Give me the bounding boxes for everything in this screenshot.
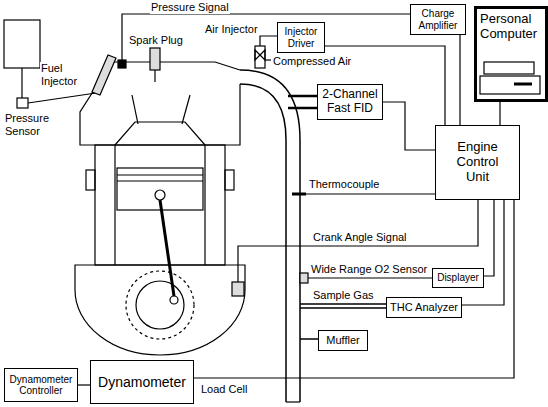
part-label: Wide Range O2 Sensor [310,263,428,276]
spark-electrode [154,70,155,82]
o2-sensor-symbol [300,273,308,283]
crankcase [75,265,245,355]
box-text: Personal Computer [480,12,542,42]
thermocouple-probe [292,193,306,196]
fuel-line [21,68,22,98]
display-box: Displayer [432,268,484,288]
part-label: Thermocouple [308,178,380,191]
air-valve-mark [255,50,265,60]
cylinder-bore [204,145,205,265]
signal-wire [194,200,514,378]
pressure-signal-wire [122,14,410,60]
signal-label: Sample Gas [312,289,375,302]
fid-probe [288,95,317,98]
signal-label: Crank Angle Signal [312,231,408,244]
thermocouple-wire [300,193,435,194]
signal-wire [459,35,460,125]
part-label: Pressure Sensor [4,112,58,137]
signal-wire [78,384,90,385]
box-text: Injector Driver [280,26,322,49]
controller-box: Dynamometer Controller [4,368,78,402]
control-unit-box: Engine Control Unit [435,125,520,200]
box-text: 2-Channel Fast FID [320,88,380,116]
water-jacket [225,170,234,190]
pressure-sensor-symbol [17,98,28,108]
crank-pin [170,296,178,304]
analyzer-box: THC Analyzer [386,297,462,318]
part-label: Fuel Injector [40,62,86,87]
box-text: Displayer [437,272,479,284]
amplifier-box: Charge Amplifier [410,4,466,35]
muffler-box: Muffler [318,330,368,351]
compressed-air-line [265,59,271,60]
box-text: Engine Control Unit [446,140,510,185]
computer-case [480,76,540,94]
driver-box: Injector Driver [277,22,325,53]
crankshaft [136,281,184,329]
signal-wire [383,102,435,150]
crank-gear [126,271,194,339]
valve-stem [182,95,190,124]
box-text: Dynamometer [98,374,186,390]
piston-ring [117,180,203,181]
disk-slot [514,83,532,86]
signal-wire [462,200,504,305]
piston-pin [155,190,165,200]
computer-box: Personal Computer [474,6,548,102]
exhaust-pipe-end [286,401,300,402]
spark-plug-symbol [150,48,160,70]
signal-label: Pressure Signal [150,1,230,14]
sample-gas-line [300,303,386,305]
valve-stem [132,95,138,124]
air-injector-symbol [255,46,265,68]
box-text: THC Analyzer [390,301,458,314]
part-label: Load Cell [200,383,248,396]
injector-drive-wire [260,36,277,46]
o2-sensor-wire [308,277,432,278]
box-text: Dynamometer Controller [8,374,74,397]
exhaust-pipe [240,84,286,402]
signal-wire [499,102,500,125]
fid-probe [288,107,317,110]
exhaust-pipe [240,70,300,402]
dynamometer-box: Dynamometer [90,360,194,404]
part-label: Air Injector [204,23,259,36]
box-text: Muffler [326,334,359,347]
cylinder-bore [114,145,115,265]
piston-ring [117,174,203,175]
crank-angle-sensor [232,282,244,296]
fuel-tank [4,20,40,68]
combustion-chamber [115,122,205,145]
part-label: Compressed Air [272,55,352,68]
pressure-transducer [118,60,126,68]
part-label: Spark Plug [128,34,184,47]
fuel-injector-symbol [92,55,116,95]
analyzer-box: 2-Channel Fast FID [317,84,383,120]
signal-wire [484,200,494,276]
muffler-pipe [300,338,318,340]
water-jacket [86,170,95,190]
fuel-line [28,93,96,103]
box-text: Charge Amplifier [414,8,462,31]
sample-gas-line [300,307,386,309]
computer-monitor [484,62,534,74]
